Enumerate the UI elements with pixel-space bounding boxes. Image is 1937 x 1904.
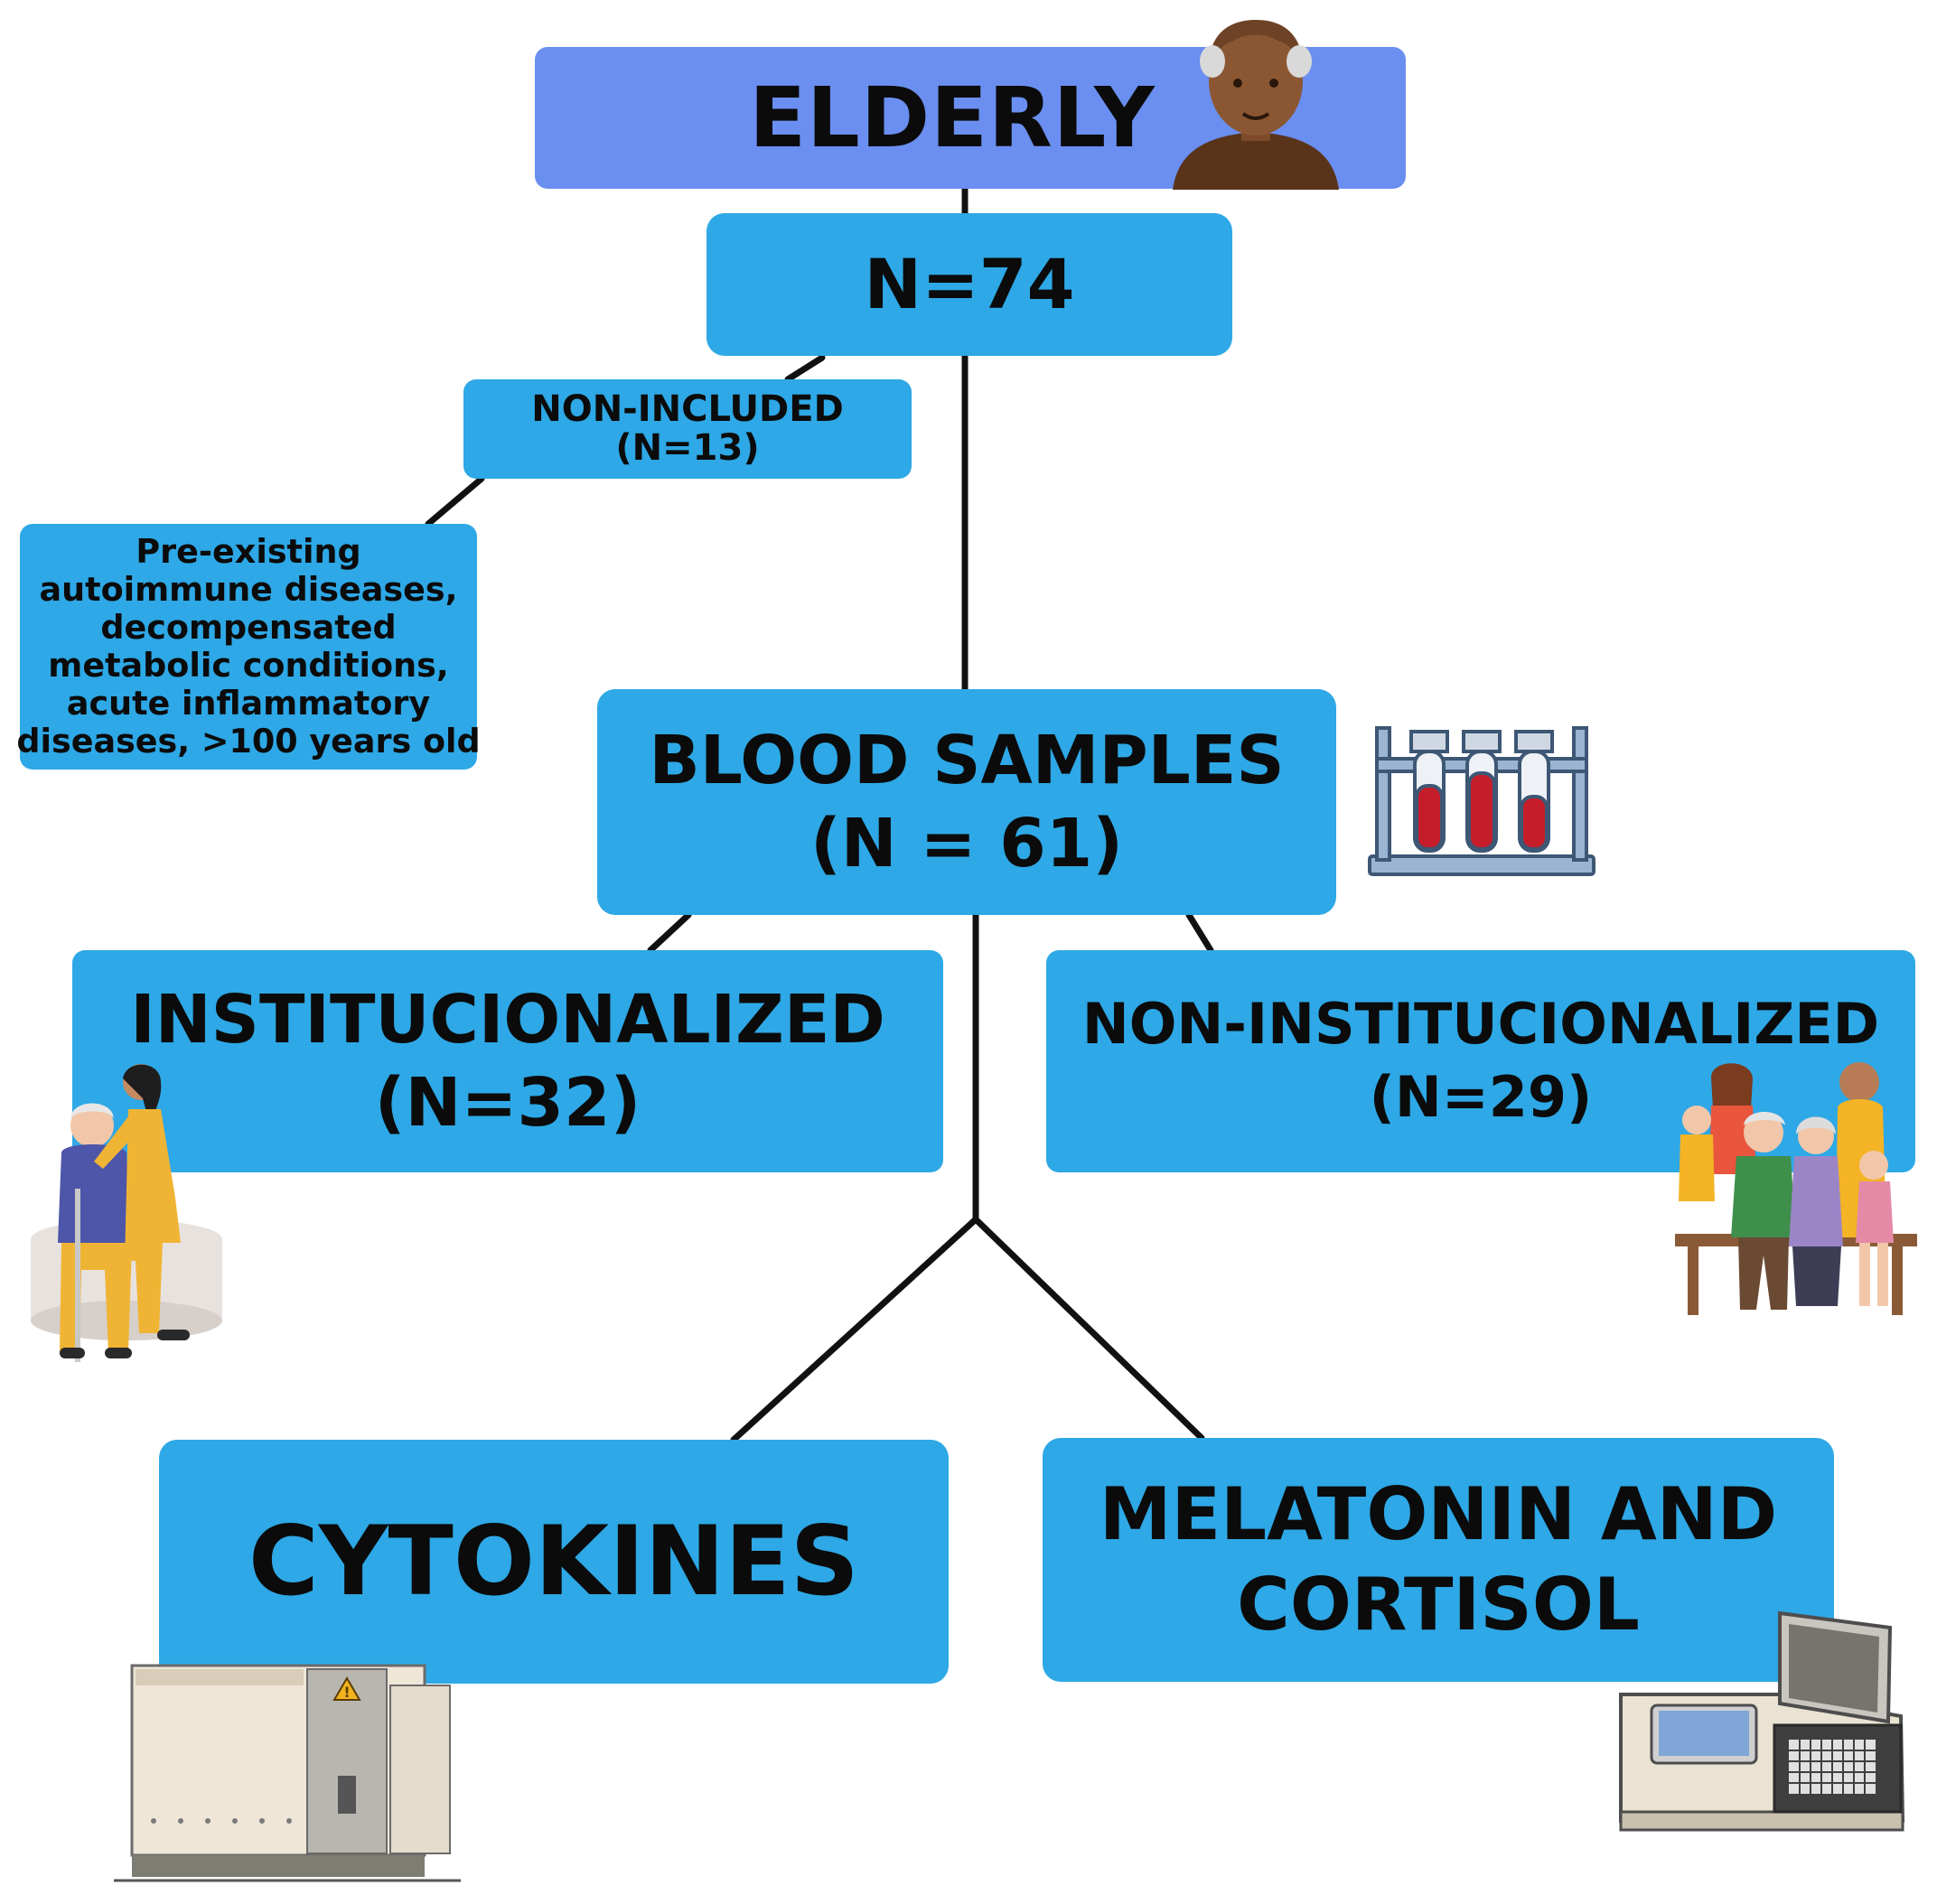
- institutionalized-title: INSTITUCIONALIZED: [130, 980, 885, 1059]
- cytokines-node: CYTOKINES: [159, 1440, 949, 1684]
- connector-total-noninc: [784, 354, 826, 383]
- institutionalized-count: (N=32): [374, 1064, 641, 1142]
- criteria-line: Pre-existing: [136, 532, 361, 572]
- elderly-man-icon: [1173, 20, 1339, 190]
- total-participants-node: N=74: [706, 213, 1232, 356]
- blood-samples-title: BLOOD SAMPLES: [649, 721, 1285, 799]
- melatonin-cortisol-line: CORTISOL: [1237, 1563, 1640, 1647]
- connector-split-cyto: [730, 1216, 979, 1443]
- non-included-title: NON-INCLUDED: [531, 387, 844, 430]
- blood-tubes-icon: [1368, 726, 1595, 876]
- caregiver-elder-icon: [31, 1064, 222, 1362]
- exclusion-criteria-node: Pre-existing autoimmune diseases, decomp…: [16, 524, 481, 770]
- criteria-line: metabolic conditions,: [48, 646, 449, 685]
- melatonin-cortisol-line: MELATONIN AND: [1099, 1472, 1778, 1556]
- non-included-node: NON-INCLUDED (N=13): [463, 379, 912, 479]
- blood-samples-count: (N = 61): [809, 805, 1124, 882]
- flow-cytometer-icon: !: [114, 1664, 461, 1882]
- criteria-line: acute inflammatory: [66, 683, 431, 723]
- connector-blood-noninst: [1185, 911, 1214, 954]
- institutionalized-node: INSTITUCIONALIZED (N=32): [72, 950, 943, 1172]
- elisa-reader-icon: [1619, 1610, 1905, 1832]
- connector-split-melcort: [972, 1216, 1205, 1442]
- elderly-label: ELDERLY: [749, 69, 1156, 166]
- svg-text:!: !: [343, 1684, 350, 1701]
- non-included-count: (N=13): [615, 427, 760, 469]
- criteria-line: diseases, >100 years old: [16, 721, 481, 761]
- cytokines-label: CYTOKINES: [248, 1505, 859, 1617]
- criteria-line: decompensated: [100, 608, 397, 648]
- blood-samples-node: BLOOD SAMPLES (N = 61): [597, 689, 1336, 915]
- non-institutionalized-count: (N=29): [1369, 1064, 1593, 1130]
- family-group-icon: [1675, 1062, 1917, 1315]
- melatonin-cortisol-node: MELATONIN AND CORTISOL: [1043, 1438, 1834, 1682]
- total-label: N=74: [864, 243, 1075, 324]
- connector-noninc-criteria: [425, 475, 485, 527]
- connector-blood-inst: [647, 911, 692, 954]
- non-institutionalized-title: NON-INSTITUCIONALIZED: [1081, 991, 1880, 1058]
- criteria-line: autoimmune diseases,: [39, 570, 458, 610]
